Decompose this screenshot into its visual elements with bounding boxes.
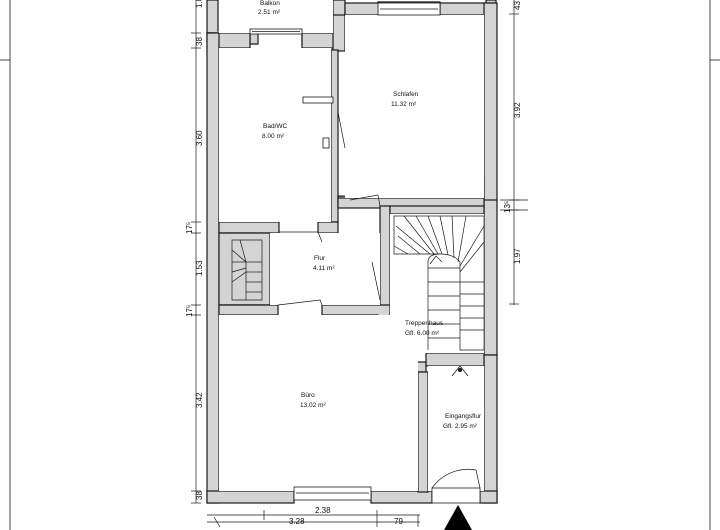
- wall-left-outer: [206, 32, 220, 504]
- dim-left-text-2: 38: [195, 37, 204, 46]
- wall-treppenhaus-top: [389, 205, 485, 215]
- window-buero: [293, 486, 372, 501]
- main-stair-step-3: [415, 215, 439, 255]
- wall-bad-schlafen: [330, 49, 339, 223]
- main-stair-well: [427, 253, 441, 350]
- entrance-arrow-dot: [458, 368, 462, 372]
- small-stair-outline: [231, 239, 263, 301]
- door-schlafen-bottom: [349, 194, 381, 207]
- small-stair-step-1: [239, 239, 247, 263]
- main-stair-step-6: [451, 215, 455, 259]
- door-bad-leaf: [317, 231, 323, 243]
- fill-schlafen: [345, 15, 484, 198]
- wall-top-schlafen-left: [344, 2, 380, 16]
- doors: [277, 96, 481, 489]
- wall-bad-bottom-left: [218, 221, 280, 234]
- door-schlafen-leaf: [337, 111, 346, 149]
- wall-schlafen-left-upper: [332, 14, 346, 52]
- main-stair-step-7: [457, 215, 467, 263]
- dim-right-text-4: 1.97: [513, 248, 522, 264]
- room-eingangsflur-name: Eingangsflur: [445, 413, 482, 420]
- dimension-chain-right: 43 3.92 13⁵ 1.97: [500, 0, 528, 305]
- main-stair: [393, 215, 485, 351]
- room-treppenhaus-name: Treppenhaus: [405, 320, 444, 327]
- room-buero-name: Büro: [301, 392, 315, 399]
- dim-left-text-8: 38: [195, 491, 204, 500]
- wall-bottom-right: [479, 490, 498, 504]
- door-treppenhaus-leaf: [371, 261, 381, 301]
- wall-right-stair: [483, 199, 498, 356]
- dim-bottom-text-1: 2.38: [315, 506, 331, 515]
- bad-fixture-side: [322, 137, 330, 149]
- room-eingangsflur-area: Gfl. 2.95 m²: [443, 423, 478, 430]
- dim-left-text-1: 1.00: [195, 0, 204, 8]
- room-labels: Balkon 2.51 m² Bad/WC 8.00 m² Schlafen 1…: [258, 0, 482, 430]
- dim-left-text-7: 3.42: [195, 392, 204, 408]
- dim-right-text-2: 3.92: [513, 102, 522, 118]
- main-stair-arrow: [429, 255, 443, 265]
- entrance-arrow-icon: [451, 365, 469, 377]
- wall-bottom-mid: [370, 490, 433, 504]
- dimension-chain-bottom: 2.38 3.28 79: [207, 506, 420, 528]
- room-fills: [219, 0, 484, 491]
- wall-buero-right: [417, 371, 429, 493]
- wall-bottom-left: [206, 490, 295, 504]
- main-stair-step-5: [439, 215, 449, 256]
- dim-left-text-3: 3.60: [195, 130, 204, 146]
- room-bad-area: 8.00 m²: [262, 133, 285, 140]
- windows: [249, 2, 481, 504]
- small-stair-step-5: [231, 271, 247, 283]
- main-stair-step-9: [459, 241, 485, 273]
- dim-bottom-text-3: 79: [394, 517, 403, 526]
- small-stair-step-2: [231, 249, 247, 263]
- room-balkon-name: Balkon: [260, 0, 280, 7]
- main-stair-step-4: [427, 215, 443, 255]
- dim-bottom-text-2: 3.28: [289, 517, 305, 526]
- wall-balkon-left: [206, 0, 219, 34]
- dim-right-text-3: 13⁵: [503, 201, 512, 213]
- entrance-door-frame: [431, 487, 481, 504]
- dim-left-text-5: 1.53: [195, 260, 204, 276]
- dim-left-text-4: 17⁵: [185, 222, 194, 234]
- room-treppenhaus-area: Gfl. 6.00 m²: [405, 330, 440, 337]
- room-buero-area: 13.02 m²: [300, 402, 326, 409]
- fill-flur: [270, 233, 380, 305]
- dim-left-text-6: 17⁵: [185, 305, 194, 317]
- main-stair-step-22: [393, 245, 409, 255]
- main-stair-step-8: [459, 225, 485, 267]
- room-bad-name: Bad/WC: [263, 123, 288, 130]
- wall-flur-right: [379, 205, 391, 307]
- room-schlafen-name: Schlafen: [393, 91, 419, 98]
- main-stair-step-2: [403, 215, 435, 255]
- door-entrance-swing: [431, 468, 477, 489]
- main-stair-step-21: [397, 235, 421, 255]
- room-schlafen-area: 11.32 m²: [391, 101, 417, 108]
- north-arrow-icon: [444, 505, 472, 530]
- door-entrance-leaf: [475, 469, 481, 489]
- small-stair: [231, 239, 263, 301]
- fill-bad: [219, 48, 331, 222]
- wall-right-lower: [483, 354, 498, 504]
- door-buero-leaf: [277, 299, 323, 306]
- wall-right-upper: [483, 2, 498, 202]
- bad-fixture-top: [302, 96, 334, 104]
- dim-bottom-tick-4: [213, 516, 221, 528]
- small-stair-step-4: [231, 267, 247, 273]
- wall-buero-top-left: [218, 304, 279, 316]
- room-balkon-area: 2.51 m²: [258, 9, 281, 16]
- main-stair-step-1: [395, 225, 431, 255]
- wall-bad-bottom-right: [317, 221, 339, 234]
- main-stair-outline: [393, 215, 485, 351]
- dim-right-text-1: 43: [513, 1, 522, 10]
- wall-eingang-top: [425, 352, 485, 367]
- fill-balkon: [219, 0, 333, 33]
- room-flur-area: 4.11 m²: [313, 265, 335, 272]
- dimension-chain-left: 1.00 38 3.60 17⁵ 1.53 17⁵ 3.42 38: [185, 0, 204, 504]
- fill-buero: [219, 315, 418, 491]
- fill-eingang: [428, 366, 484, 491]
- room-flur-name: Flur: [314, 255, 326, 262]
